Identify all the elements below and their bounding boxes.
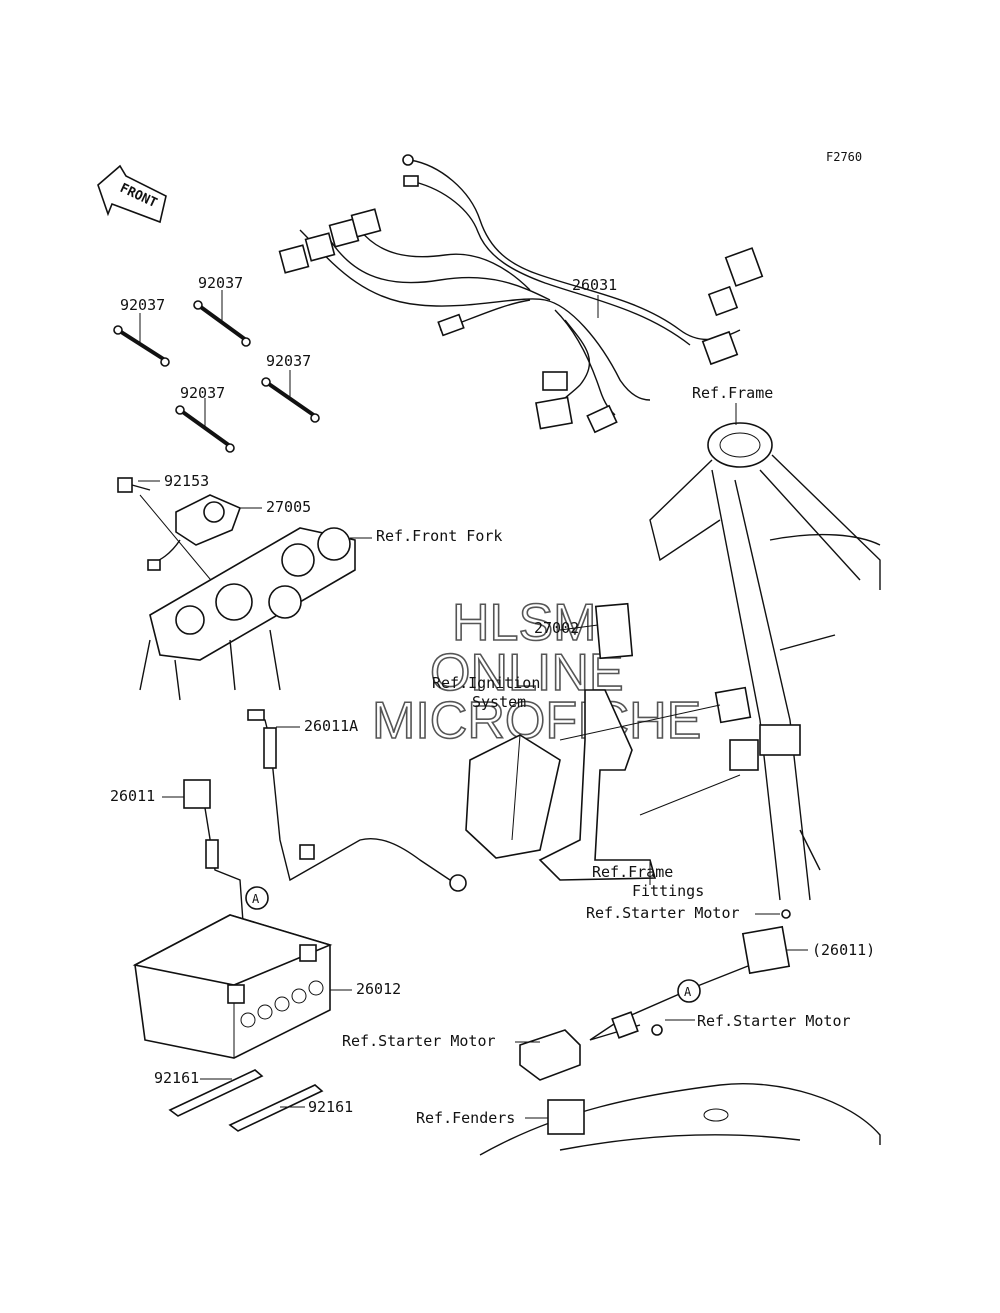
ref-starter-motor-2: Ref.Starter Motor (697, 1012, 851, 1030)
bolt-92153 (117, 477, 151, 493)
switch-27005 (147, 494, 242, 571)
battery-26012 (132, 914, 333, 1059)
label-26012: 26012 (356, 980, 401, 998)
pad-92161-b (228, 1084, 324, 1132)
ref-frame: Ref.Frame (692, 384, 773, 402)
clamp-92037-b (193, 300, 251, 347)
ref-ignition-line2: System (472, 693, 526, 711)
ignition-bracket (538, 689, 741, 881)
main-harness-26031 (278, 154, 764, 434)
label-92037-c: 92037 (266, 352, 311, 370)
ref-frame-fittings-line1: Ref.Frame (592, 863, 673, 881)
figure-code: F2760 (826, 150, 862, 164)
front-arrow-icon: FRONT (97, 164, 167, 224)
ref-ignition-line1: Ref.Ignition (432, 674, 540, 692)
marker-a2-text: A (684, 985, 692, 999)
label-26011: 26011 (110, 787, 155, 805)
label-92161-a: 92161 (154, 1069, 199, 1087)
label-27002: 27002 (534, 619, 579, 637)
watermark-line1: HLSM (452, 594, 596, 652)
clamp-92037-a (113, 325, 170, 367)
marker-a2: A (677, 979, 701, 1003)
relay-27002 (594, 602, 634, 660)
label-27005: 27005 (266, 498, 311, 516)
ref-starter-motor-1: Ref.Starter Motor (586, 904, 740, 922)
leader-switch-fork (139, 494, 216, 586)
starter-cable (589, 909, 791, 1041)
label-92153: 92153 (164, 472, 209, 490)
ref-front-fork: Ref.Front Fork (376, 527, 502, 545)
label-92161-b: 92161 (308, 1098, 353, 1116)
clamp-92037-c (261, 377, 320, 423)
leader-27002 (559, 624, 599, 631)
starter-relay (519, 1029, 581, 1081)
label-26031: 26031 (572, 276, 617, 294)
marker-a1: A (245, 886, 269, 910)
cable-26011 (183, 779, 246, 951)
label-26011a: 26011A (304, 717, 358, 735)
label-92037-b: 92037 (198, 274, 243, 292)
rear-fender (479, 1083, 881, 1156)
ref-frame-fittings-line2: Fittings (632, 882, 704, 900)
ref-fenders: Ref.Fenders (416, 1109, 515, 1127)
pad-92161-a (168, 1069, 264, 1117)
cable-26011a (247, 709, 467, 892)
marker-a1-text: A (252, 892, 260, 906)
frame (649, 422, 881, 901)
label-92037-d: 92037 (180, 384, 225, 402)
ref-starter-motor-3: Ref.Starter Motor (342, 1032, 496, 1050)
watermark-line3: MICROFICHE (372, 692, 701, 750)
label-92037-a: 92037 (120, 296, 165, 314)
label-26011-paren: (26011) (812, 941, 875, 959)
ignition-box (465, 734, 561, 859)
front-fork-bracket (139, 527, 356, 701)
